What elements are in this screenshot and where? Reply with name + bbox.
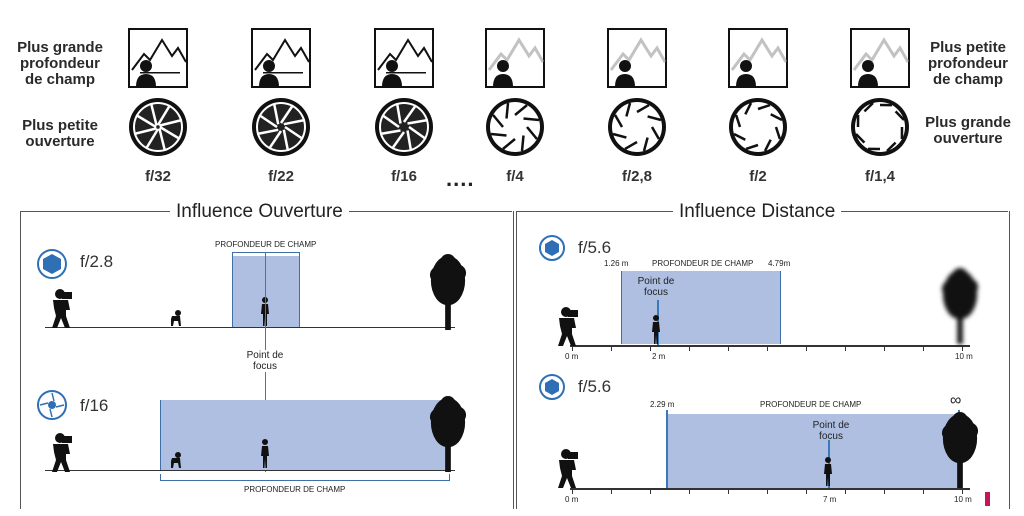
dof-band xyxy=(666,414,961,488)
tree-icon xyxy=(429,254,467,330)
ruler-tick xyxy=(728,346,729,351)
dog-icon xyxy=(171,310,181,326)
row2-fstop: f/16 xyxy=(80,396,109,415)
right-row2-fstop: f/5.6 xyxy=(578,377,612,396)
edge-marker xyxy=(985,492,990,506)
row1-dof-label: PROFONDEUR DE CHAMP xyxy=(215,240,317,249)
tree-icon xyxy=(941,412,979,488)
tree-icon xyxy=(941,268,979,344)
aperture-icon xyxy=(129,98,187,156)
fstop-label: f/16 xyxy=(391,168,417,185)
left-panel xyxy=(20,211,514,509)
ruler-tick xyxy=(611,489,612,494)
ruler-tick xyxy=(884,346,885,351)
ruler-tick xyxy=(962,489,963,494)
ruler-tick xyxy=(884,489,885,494)
right-row1-tick-start: 0 m xyxy=(565,352,579,361)
row1-fstop: f/2.8 xyxy=(80,252,114,271)
label-less-depth: Plus petite profondeur de champ xyxy=(928,39,1008,88)
dog-icon xyxy=(171,452,181,468)
ruler-tick xyxy=(572,489,573,494)
ruler-tick xyxy=(767,346,768,351)
dof-band xyxy=(621,271,781,344)
right-panel xyxy=(516,211,1010,509)
right-row2-far: ∞ xyxy=(950,392,962,409)
tree-icon xyxy=(429,396,467,472)
ruler-tick xyxy=(962,346,963,351)
fstop-label: f/32 xyxy=(145,168,171,185)
left-panel-title: Influence Ouverture xyxy=(170,201,349,223)
person-icon xyxy=(652,315,660,344)
fstop-label: f/4 xyxy=(506,168,524,185)
right-row1-dof-label: PROFONDEUR DE CHAMP xyxy=(652,259,754,268)
fstop-label: f/2,8 xyxy=(621,168,652,185)
aperture-icon xyxy=(539,374,565,400)
ruler-tick xyxy=(650,489,651,494)
ruler-tick xyxy=(845,346,846,351)
aperture-icon xyxy=(851,98,909,156)
right-row1-far: 4.79m xyxy=(768,259,791,268)
dof-band xyxy=(160,400,450,470)
right-row1-fstop: f/5.6 xyxy=(578,238,612,257)
label-big-aperture: Plus grande ouverture xyxy=(925,114,1011,147)
right-row1-near: 1.26 m xyxy=(604,259,629,268)
aperture-icon xyxy=(37,390,67,420)
ruler-tick xyxy=(689,489,690,494)
photographer-icon xyxy=(52,433,72,472)
focus-label: Point de focus xyxy=(240,350,290,372)
ruler-tick xyxy=(572,346,573,351)
ruler-tick xyxy=(650,346,651,351)
fstop-label: f/2 xyxy=(749,168,767,185)
ruler-tick xyxy=(689,346,690,351)
ruler-tick xyxy=(923,489,924,494)
photographer-icon xyxy=(52,289,72,328)
right-row2-focus-label: Point de focus xyxy=(812,420,850,442)
right-row2-near: 2.29 m xyxy=(650,400,675,409)
aperture-icon xyxy=(539,235,565,261)
fstop-label: f/1,4 xyxy=(864,168,895,185)
right-row2-dof-label: PROFONDEUR DE CHAMP xyxy=(760,400,862,409)
photographer-icon xyxy=(558,449,578,488)
person-icon xyxy=(261,439,269,468)
ruler-tick xyxy=(845,489,846,494)
ruler-tick xyxy=(923,346,924,351)
aperture-icon xyxy=(486,98,544,156)
ruler-tick xyxy=(728,489,729,494)
person-icon xyxy=(824,457,832,486)
right-row1-tick-focus: 2 m xyxy=(652,352,666,361)
aperture-icon xyxy=(37,249,67,279)
fstop-label: f/22 xyxy=(268,168,294,185)
aperture-icon xyxy=(252,98,310,156)
ruler-tick xyxy=(806,346,807,351)
ruler-tick xyxy=(611,346,612,351)
ruler-tick xyxy=(767,489,768,494)
right-row2-tick-focus: 7 m xyxy=(823,495,837,504)
right-row1-tick-end: 10 m xyxy=(955,352,973,361)
right-row2-tick-start: 0 m xyxy=(565,495,579,504)
aperture-icon xyxy=(608,98,666,156)
right-row2-tick-end: 10 m xyxy=(954,495,972,504)
right-row1-focus-label: Point de focus xyxy=(637,276,675,298)
aperture-icon xyxy=(729,98,787,156)
label-more-depth: Plus grande profondeur de champ xyxy=(17,39,103,88)
right-panel-title: Influence Distance xyxy=(673,201,842,223)
row2-dof-label: PROFONDEUR DE CHAMP xyxy=(244,485,346,494)
ellipsis: .... xyxy=(446,166,475,191)
ruler-tick xyxy=(806,489,807,494)
aperture-icon xyxy=(375,98,433,156)
photographer-icon xyxy=(558,307,578,346)
label-small-aperture: Plus petite ouverture xyxy=(22,117,98,150)
aperture-icons-row xyxy=(129,98,909,156)
